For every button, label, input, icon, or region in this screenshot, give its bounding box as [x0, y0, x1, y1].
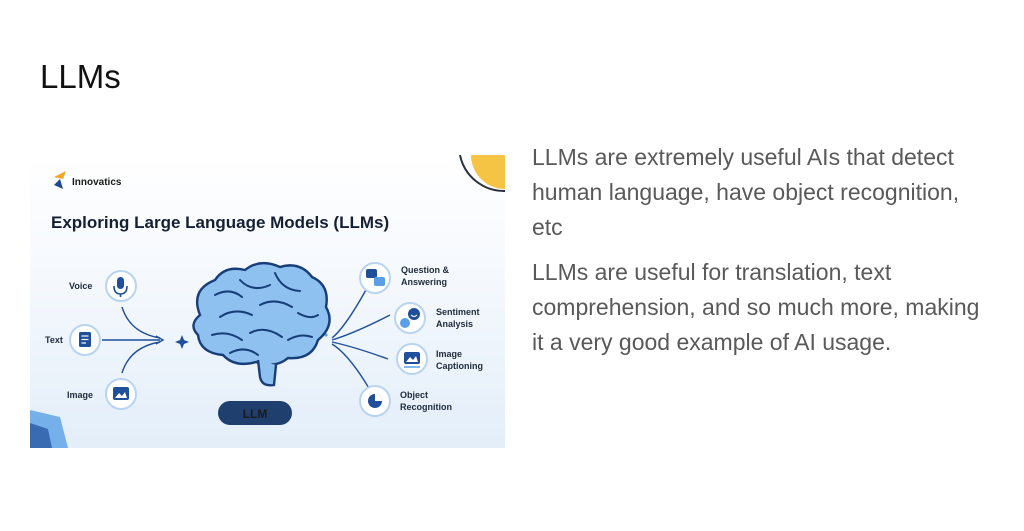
microphone-icon — [113, 277, 128, 297]
image-icon — [113, 387, 129, 400]
output-label-line2: Recognition — [400, 402, 452, 412]
input-label-text: Text — [45, 335, 63, 345]
figure-heading: Exploring Large Language Models (LLMs) — [51, 213, 389, 232]
output-label-line1: Question & — [401, 265, 450, 275]
chat-bubbles-icon — [366, 269, 385, 286]
output-image-captioning: Image Captioning — [396, 343, 483, 375]
voice-input: Voice — [69, 270, 137, 302]
corner-accent — [457, 155, 505, 193]
image-input: Image — [67, 378, 137, 410]
image-caption-icon — [404, 352, 420, 368]
output-label-line1: Image — [436, 349, 462, 359]
output-label-line2: Captioning — [436, 361, 483, 371]
brain-icon — [192, 262, 331, 387]
input-label-image: Image — [67, 390, 93, 400]
pie-chart-icon — [368, 394, 382, 408]
output-object-recognition: Object Recognition — [359, 385, 452, 417]
paragraph: LLMs are useful for translation, text co… — [532, 259, 980, 355]
document-icon — [79, 332, 91, 347]
innovatics-logo-icon — [54, 171, 66, 189]
output-sentiment-analysis: Sentiment Analysis — [394, 302, 480, 334]
output-label-line2: Answering — [401, 277, 447, 287]
text-input: Text — [45, 324, 101, 356]
input-label-voice: Voice — [69, 281, 92, 291]
llm-infographic: Innovatics Exploring Large Language Mode… — [30, 155, 505, 448]
brand-name: Innovatics — [72, 177, 122, 188]
emoji-face-icon — [400, 308, 420, 328]
output-label-line1: Sentiment — [436, 307, 480, 317]
slide-body: LLMs are extremely useful AIs that detec… — [532, 140, 982, 370]
slide-title: LLMs — [40, 58, 121, 95]
output-label-line1: Object — [400, 390, 428, 400]
llm-badge-label: LLM — [243, 407, 268, 421]
output-question-answering: Question & Answering — [359, 262, 450, 294]
paragraph: LLMs are extremely useful AIs that detec… — [532, 144, 960, 240]
output-label-line2: Analysis — [436, 319, 473, 329]
llm-badge: LLM — [218, 401, 292, 425]
